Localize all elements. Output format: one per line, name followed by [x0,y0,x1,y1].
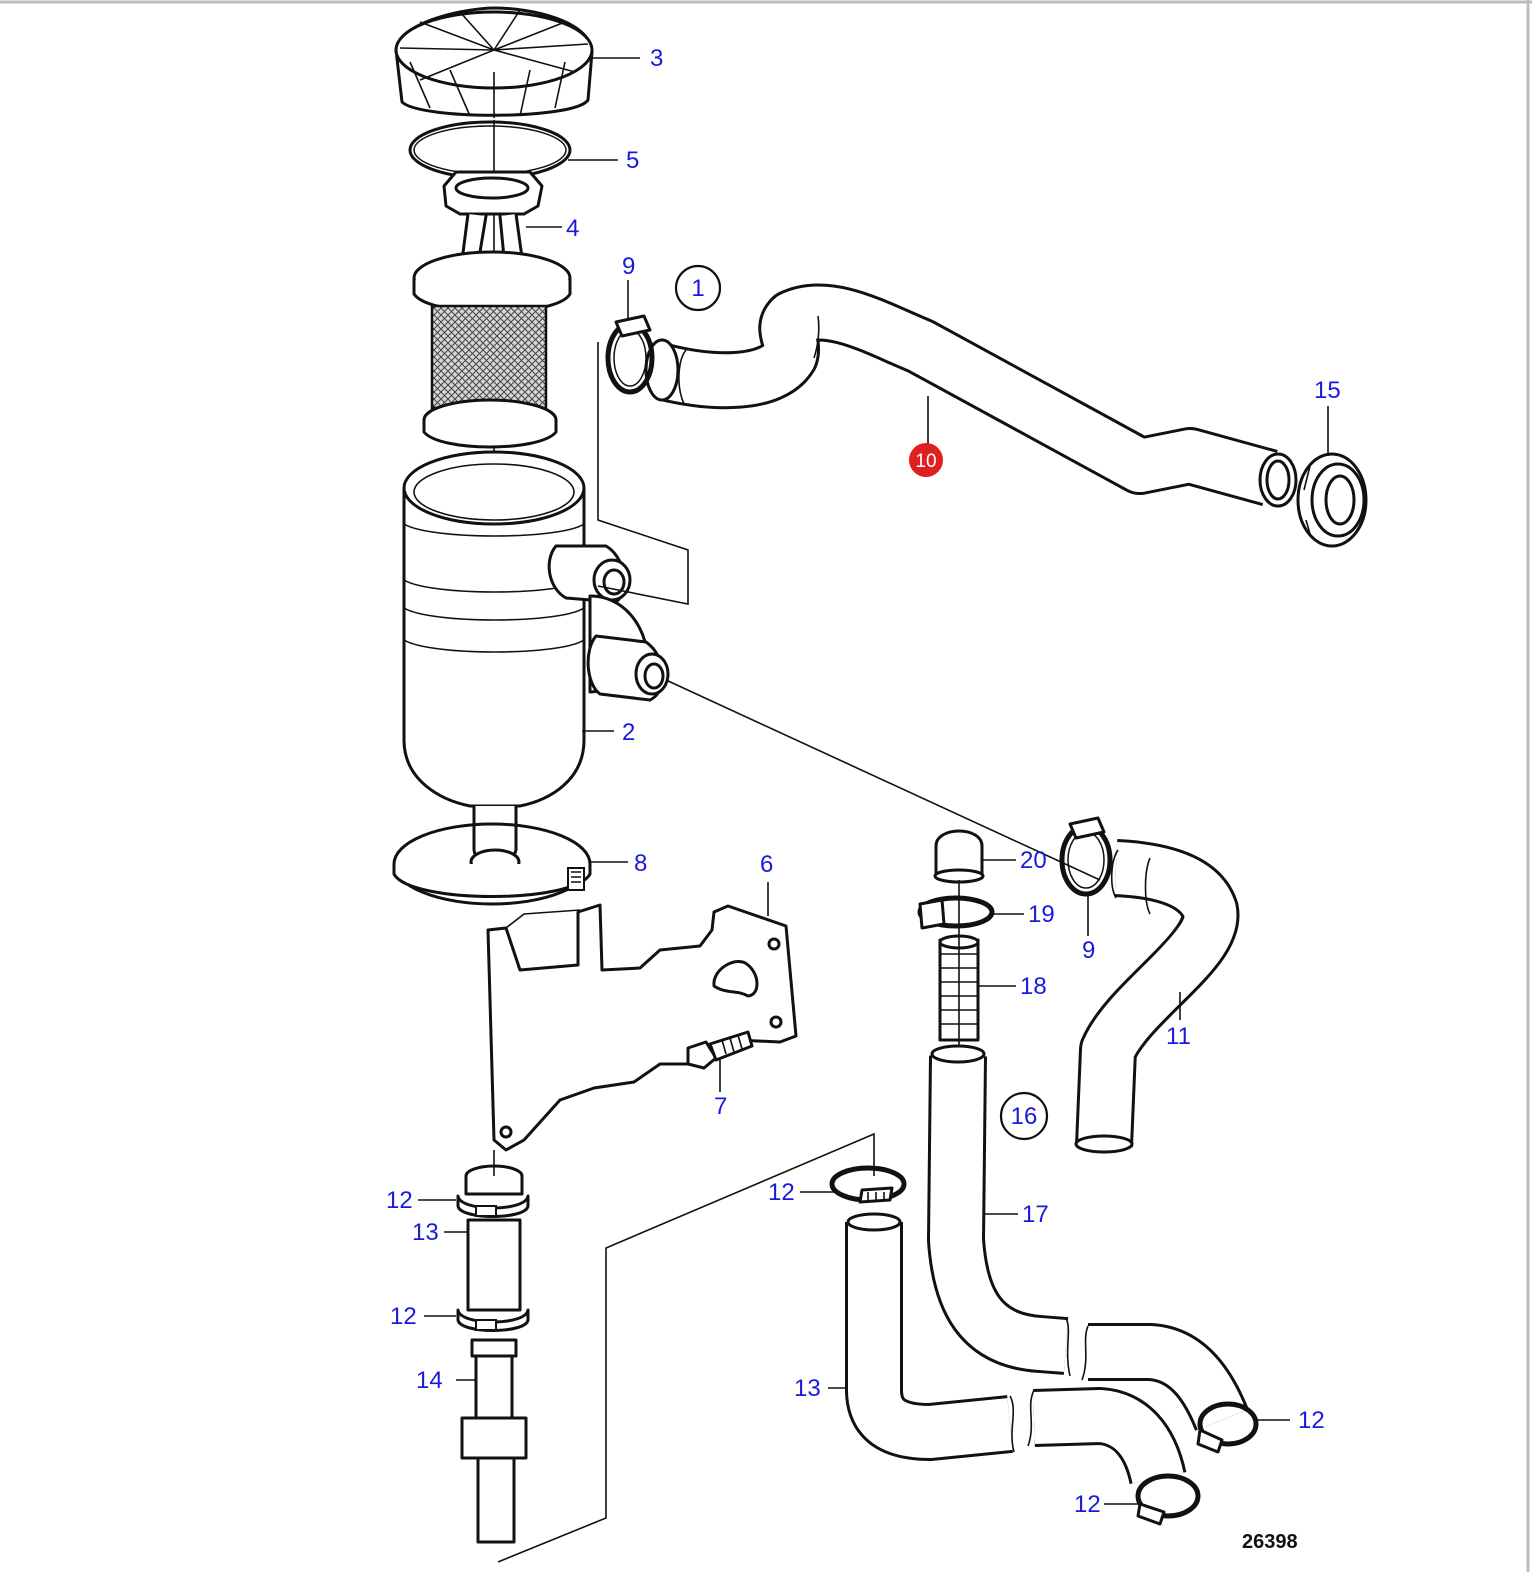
leader-frame-upper [597,342,689,605]
drain-stack [456,1150,530,1544]
hose-11-end [1074,1134,1134,1154]
hose-clamp-12-right [1196,1401,1259,1454]
label-12-bottom: 12 [1074,1491,1101,1518]
label-16: 16 [1011,1103,1038,1130]
label-20: 20 [1020,847,1047,874]
bolt [686,1030,754,1070]
mesh-element [430,304,548,410]
hose-10 [656,283,1298,508]
label-19: 19 [1028,901,1055,928]
label-12-right: 12 [1298,1407,1325,1434]
label-6: 6 [760,851,773,878]
label-12-top: 12 [768,1179,795,1206]
hose-17-end [930,1044,986,1064]
filter-housing [402,450,670,876]
label-9-upper: 9 [622,253,635,280]
hose-clamp-12-top [829,1165,907,1204]
label-15: 15 [1314,377,1341,404]
hose-clamp-12-bottom [1135,1473,1201,1526]
label-5: 5 [626,147,639,174]
label-13-right: 13 [794,1375,821,1402]
label-17: 17 [1022,1201,1049,1228]
hose-clamp-9-lower [1059,816,1113,897]
hose-13-right [845,1222,1187,1486]
plug-20 [933,829,985,884]
hose-11 [1075,839,1240,1148]
label-9-lower: 9 [1082,937,1095,964]
highlighted-callout-10: 10 [909,443,943,477]
label-14: 14 [416,1367,443,1394]
leader-frame-lower [497,1132,875,1563]
label-3: 3 [650,45,663,72]
label-10: 10 [915,451,936,472]
callout-labels: 3 5 4 2 8 6 7 9 9 11 15 20 19 18 17 12 1… [386,45,1341,1518]
label-4: 4 [566,215,579,242]
circled-callout-1: 1 [674,264,722,312]
circled-callout-16: 16 [999,1091,1049,1141]
hose-17 [927,1055,1249,1432]
label-12-left-lower: 12 [390,1303,417,1330]
label-8: 8 [634,850,647,877]
hose-clamp-9-upper [605,314,655,395]
mounting-bracket [486,903,798,1152]
o-ring [408,120,572,180]
clamp-band [392,822,592,906]
label-12-left-upper: 12 [386,1187,413,1214]
label-18: 18 [1020,973,1047,1000]
label-1: 1 [691,275,704,302]
grommet [1296,452,1368,548]
label-2: 2 [622,719,635,746]
leader-lines [418,57,1329,1505]
clamp-19 [917,895,995,930]
hose-13-right-end [846,1212,902,1232]
oil-trap-assembly [392,6,1101,906]
filter-cap [394,6,594,118]
drawing-number: 26398 [1242,1531,1298,1553]
label-11: 11 [1166,1023,1191,1050]
label-7: 7 [714,1093,727,1120]
label-13-left: 13 [412,1219,439,1246]
